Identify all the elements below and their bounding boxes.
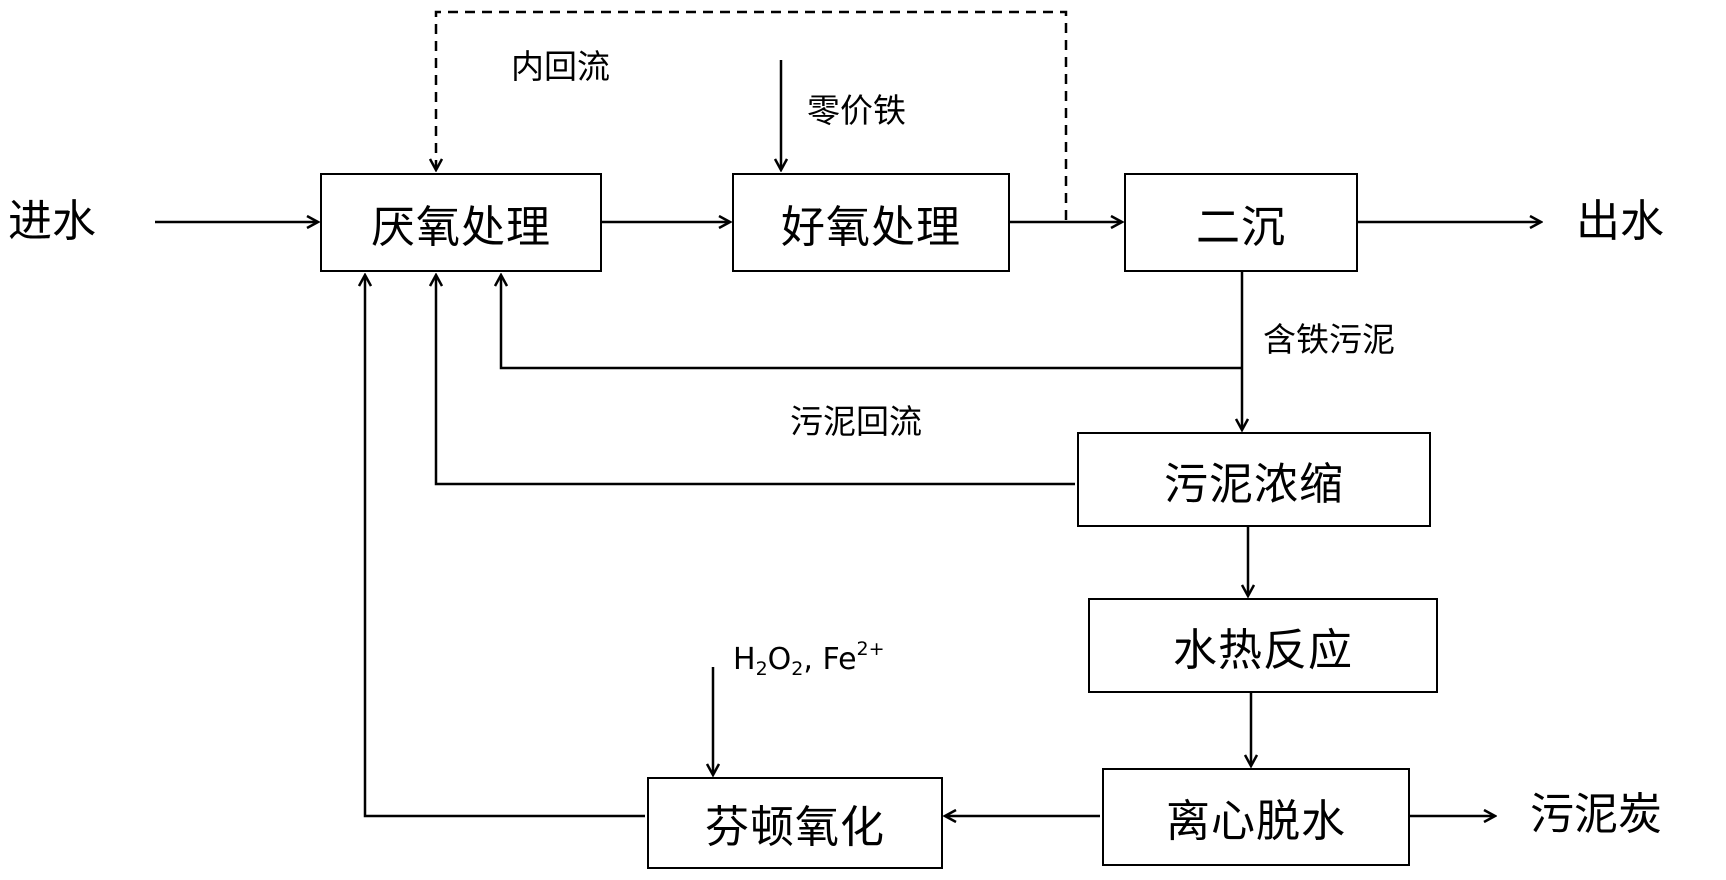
zero-valent-iron-label: 零价铁 — [807, 91, 906, 130]
fenton-oxidation-label: 芬顿氧化 — [705, 802, 885, 853]
fenton-oxidation-box: 芬顿氧化 — [647, 777, 943, 869]
secondary-settling-box: 二沉 — [1124, 173, 1358, 272]
sludge-reflux-label: 污泥回流 — [790, 402, 922, 441]
effluent-label: 出水 — [1576, 196, 1664, 247]
anaerobic-treatment-label: 厌氧处理 — [371, 201, 551, 253]
arrow-fenton-return — [365, 275, 645, 818]
reagent-h-sub: 2 — [755, 658, 768, 680]
influent-label: 进水 — [8, 196, 96, 247]
internal-reflux-label: 内回流 — [511, 47, 610, 86]
reagent-h: H — [733, 642, 756, 677]
arrow-sludge-reflux — [501, 275, 1242, 370]
reagents-label: H2O2, Fe2+ — [733, 640, 885, 679]
sludge-thickening-label: 污泥浓缩 — [1164, 458, 1344, 510]
iron-sludge-label: 含铁污泥 — [1263, 320, 1395, 359]
arrow-thickening-return — [436, 275, 1075, 486]
reagent-o-sub: 2 — [791, 658, 804, 680]
aerobic-treatment-box: 好氧处理 — [732, 173, 1010, 272]
reagent-o: O — [767, 642, 792, 677]
secondary-settling-label: 二沉 — [1196, 201, 1286, 253]
hydrothermal-reaction-box: 水热反应 — [1088, 598, 1438, 693]
centrifugal-dewatering-label: 离心脱水 — [1166, 796, 1346, 847]
aerobic-treatment-label: 好氧处理 — [781, 201, 961, 253]
anaerobic-treatment-box: 厌氧处理 — [320, 173, 602, 272]
arrow-internal-reflux — [436, 10, 1068, 220]
reagent-fe: , Fe — [803, 642, 857, 677]
sludge-char-label: 污泥炭 — [1530, 789, 1662, 840]
hydrothermal-reaction-label: 水热反应 — [1173, 624, 1353, 676]
sludge-thickening-box: 污泥浓缩 — [1077, 432, 1431, 527]
centrifugal-dewatering-box: 离心脱水 — [1102, 768, 1410, 866]
reagent-fe-sup: 2+ — [856, 638, 885, 660]
